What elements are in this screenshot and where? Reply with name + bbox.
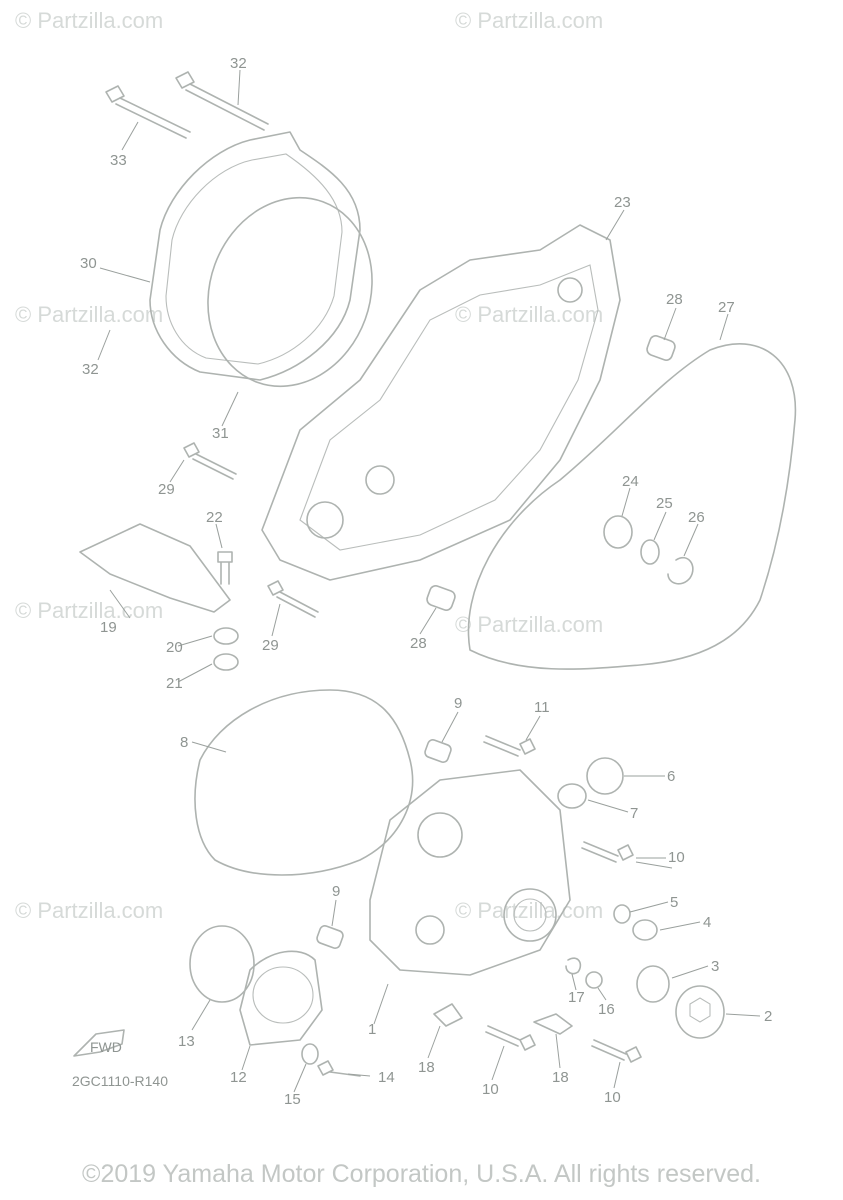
leader-lines [97,69,761,1093]
watermark-mid-left: © Partzilla.com [15,302,163,327]
circlip-17 [565,957,582,975]
collar-20 [213,627,239,645]
bolt-10-a [581,841,634,863]
watermark-mid-right: © Partzilla.com [455,302,603,327]
bolt-22 [217,551,233,585]
callout-11: 11 [534,699,550,716]
gasket-27 [467,343,797,670]
callout-18-left: 18 [418,1059,435,1076]
o-ring-5 [613,904,631,924]
part-16 [585,971,603,989]
bolt-14 [317,1060,361,1077]
collar-21 [213,653,239,671]
clamp-18-right [533,1013,573,1035]
plug-2 [675,985,725,1039]
callout-12: 12 [230,1069,247,1086]
o-ring-3 [636,965,670,1003]
dowel-28-top [646,335,676,361]
callout-27: 27 [718,299,735,316]
callout-17: 17 [568,989,585,1006]
forward-arrow-icon: FWD [73,1029,125,1057]
callout-6: 6 [667,768,675,785]
callout-2: 2 [764,1008,772,1025]
bolt-10-b [485,1025,536,1051]
callout-33: 33 [110,152,127,169]
watermark-lower-right: © Partzilla.com [455,612,603,637]
o-ring-13 [189,925,255,1003]
callout-4: 4 [703,914,711,931]
callout-8: 8 [180,734,188,751]
callout-16: 16 [598,1001,615,1018]
callout-10-b: 10 [482,1081,499,1098]
washer-15 [301,1043,319,1065]
bolt-29-upper [183,442,237,480]
clamp-18-left [433,1003,463,1027]
callout-32-left: 32 [82,361,99,378]
watermark-bottom-left: © Partzilla.com [15,898,163,923]
bolt-11 [483,735,536,757]
callout-21: 21 [166,675,183,692]
dowel-9-lower [316,925,344,949]
callout-14: 14 [378,1069,395,1086]
guide-19 [79,523,231,613]
crankcase-cover-1 [369,769,571,976]
callout-10-c: 10 [604,1089,621,1106]
callout-15: 15 [284,1091,301,1108]
callout-19: 19 [100,619,117,636]
watermark-lower-left: © Partzilla.com [15,598,163,623]
watermarks: © Partzilla.com © Partzilla.com © Partzi… [15,8,603,923]
callout-9-lower: 9 [332,883,340,900]
o-ring-7 [557,783,587,809]
gasket-8 [194,689,414,876]
watermark-top-left: © Partzilla.com [15,8,163,33]
callout-29-lower: 29 [262,637,279,654]
callout-31: 31 [212,425,229,442]
callout-22: 22 [206,509,223,526]
callout-18-right: 18 [552,1069,569,1086]
callout-13: 13 [178,1033,195,1050]
callout-29-upper: 29 [158,481,175,498]
bearing-24 [603,515,633,549]
callout-24: 24 [622,473,639,490]
callout-9-upper: 9 [454,695,462,712]
callout-32-top: 32 [230,55,247,72]
callout-25: 25 [656,495,673,512]
washer-25 [640,539,660,565]
dowel-9-upper [424,739,452,763]
callout-20: 20 [166,639,183,656]
bolt-29-lower [267,580,319,618]
callout-26: 26 [688,509,705,526]
o-ring-31 [207,196,373,388]
callout-labels: 1 2 3 4 5 6 7 8 9 9 10 10 10 10 11 12 13… [80,55,772,1108]
bolt-10-c [591,1039,642,1063]
bolt-32-top [175,71,269,131]
watermark-top-right: © Partzilla.com [455,8,603,33]
cover-12 [239,950,323,1046]
callout-7: 7 [630,805,638,822]
callout-28-top: 28 [666,291,683,308]
callout-28-bottom: 28 [410,635,427,652]
callout-3: 3 [711,958,719,975]
callout-30: 30 [80,255,97,272]
dowel-28-bottom [426,585,456,611]
callout-10-a: 10 [668,849,685,866]
circlip-26 [667,556,694,585]
cover-30 [149,131,361,381]
callout-23: 23 [614,194,631,211]
fwd-label: FWD [90,1039,122,1055]
watermark-bottom-right: © Partzilla.com [455,898,603,923]
diagram-code: 2GC1110-R140 [72,1073,168,1089]
callout-1: 1 [368,1021,376,1038]
plug-4 [632,919,658,941]
crankcase-23 [261,224,621,581]
callout-5: 5 [670,894,678,911]
plug-6 [586,757,624,795]
copyright-notice: ©2019 Yamaha Motor Corporation, U.S.A. A… [82,1160,761,1188]
bolt-33 [105,85,191,139]
